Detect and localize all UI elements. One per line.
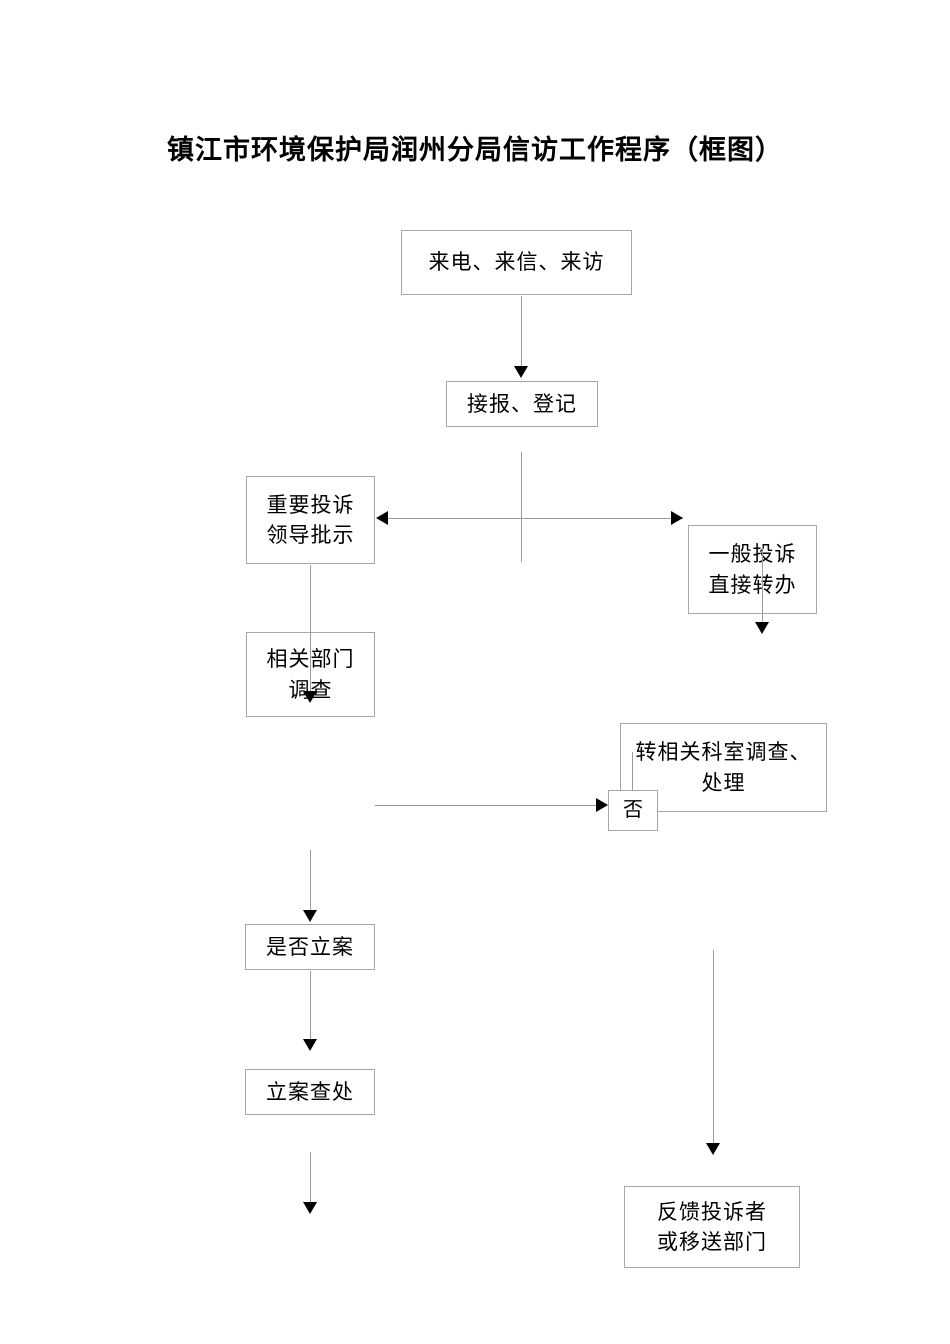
connector-department-to-no-tag xyxy=(375,805,604,806)
arrowhead-file-decision-to-handling xyxy=(303,1039,317,1051)
connector-general-to-transfer xyxy=(762,545,763,625)
connector-to-file-decision xyxy=(310,850,311,912)
connector-major-to-department xyxy=(310,565,311,693)
node-major-complaint-line-1: 重要投诉 xyxy=(266,492,355,517)
connector-transfer-to-no-tag xyxy=(632,752,633,792)
node-general-complaint: 一般投诉 直接转办 xyxy=(688,525,817,614)
node-transfer-section-line-2: 处理 xyxy=(701,770,746,795)
node-general-complaint-line-2: 直接转办 xyxy=(708,572,797,597)
node-feedback-line-1: 反馈投诉者 xyxy=(657,1199,767,1224)
arrowhead-transfer-to-feedback xyxy=(706,1143,720,1155)
node-register: 接报、登记 xyxy=(446,381,598,427)
node-intake-line-1: 来电、来信、来访 xyxy=(428,250,605,275)
connector-file-handling-down xyxy=(310,1152,311,1204)
node-decision-no-label-line-1: 否 xyxy=(623,799,643,821)
connector-split-horizontal xyxy=(387,518,683,519)
arrowhead-split-to-general-complaint xyxy=(671,511,683,525)
connector-register-to-split xyxy=(521,452,522,562)
connector-transfer-to-feedback xyxy=(713,950,714,1146)
arrowhead-to-file-decision xyxy=(303,910,317,922)
node-feedback-line-2: 或移送部门 xyxy=(657,1230,767,1254)
arrowhead-major-to-department xyxy=(303,691,317,703)
arrowhead-file-handling-down xyxy=(303,1202,317,1214)
arrowhead-intake-to-register xyxy=(514,366,528,378)
node-transfer-section-line-1: 转相关科室调查、 xyxy=(635,740,812,765)
node-major-complaint: 重要投诉 领导批示 xyxy=(246,476,375,564)
node-intake: 来电、来信、来访 xyxy=(401,230,632,295)
arrowhead-general-to-transfer xyxy=(755,622,769,634)
node-file-decision-line-1: 是否立案 xyxy=(266,934,354,959)
node-feedback: 反馈投诉者 或移送部门 xyxy=(624,1186,800,1268)
node-file-handling-line-1: 立案查处 xyxy=(266,1079,354,1104)
node-file-handling: 立案查处 xyxy=(245,1069,375,1115)
node-transfer-section: 转相关科室调查、 处理 xyxy=(620,723,827,812)
connector-file-decision-to-handling xyxy=(310,971,311,1041)
connector-intake-to-register xyxy=(521,296,522,368)
node-file-decision: 是否立案 xyxy=(245,924,375,970)
node-register-line-1: 接报、登记 xyxy=(467,391,577,416)
node-general-complaint-line-1: 一般投诉 xyxy=(708,542,797,567)
node-decision-no-label: 否 xyxy=(608,790,658,831)
arrowhead-split-to-major-complaint xyxy=(376,511,388,525)
node-major-complaint-line-2: 领导批示 xyxy=(266,523,355,547)
arrowhead-department-to-no-tag xyxy=(596,798,608,812)
page-title: 镇江市环境保护局润州分局信访工作程序（框图） xyxy=(167,135,783,165)
